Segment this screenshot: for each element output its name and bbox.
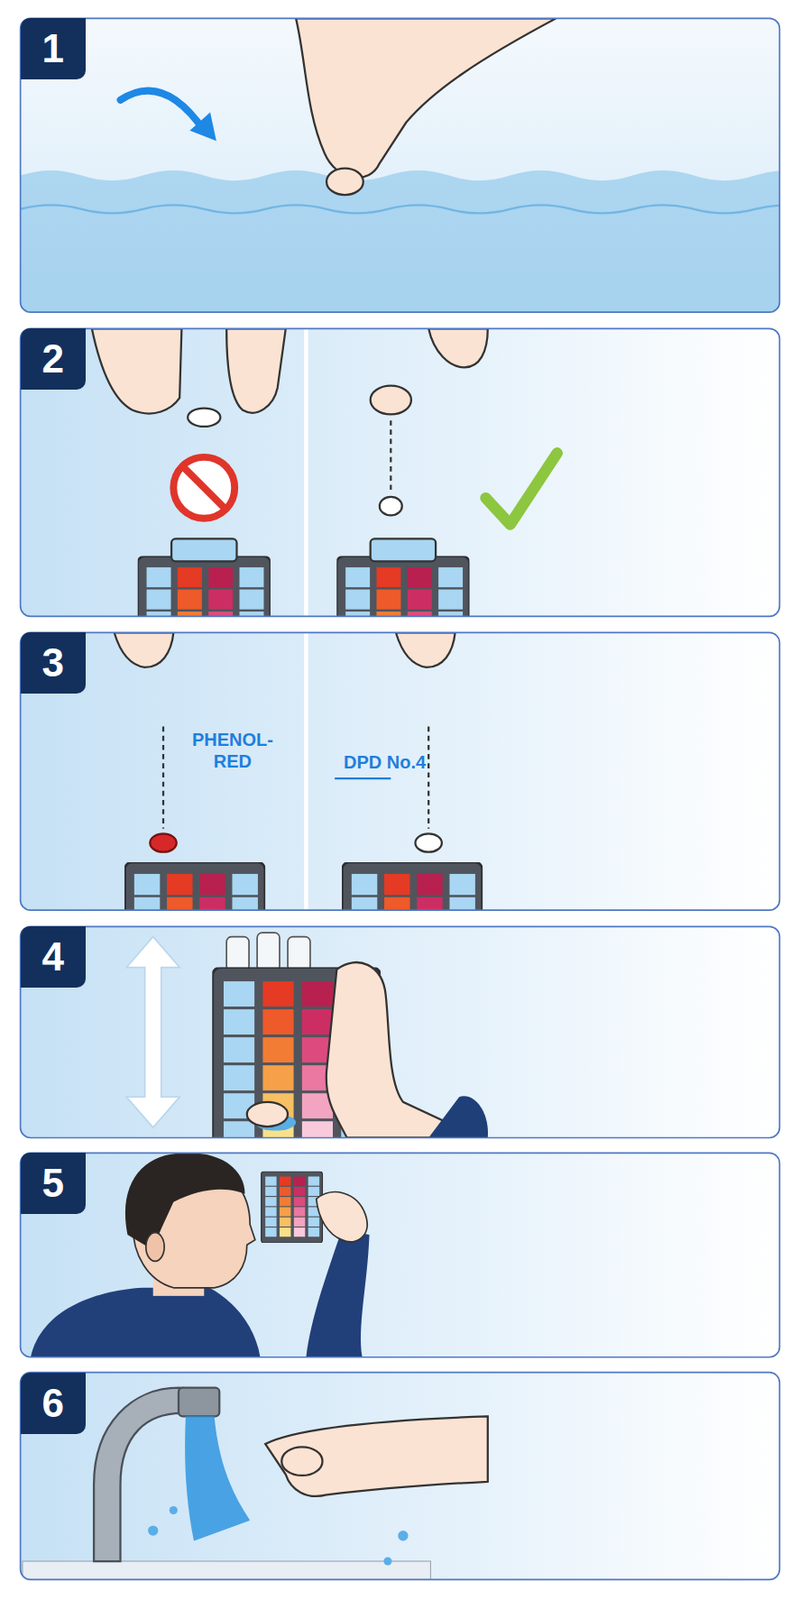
step-number-badge: 1 <box>20 18 86 80</box>
wave <box>20 204 781 213</box>
tube <box>370 538 436 561</box>
underline <box>334 777 391 780</box>
tester <box>341 862 482 911</box>
turn-arrow <box>120 91 205 131</box>
panel-border <box>20 1372 781 1581</box>
water-stream <box>184 1416 250 1541</box>
tester <box>261 1171 323 1243</box>
prohibition-bar <box>183 466 227 510</box>
sink <box>22 1561 432 1580</box>
step-number: 6 <box>42 1383 65 1424</box>
thumb <box>281 1446 322 1476</box>
step-number-badge: 3 <box>20 632 86 694</box>
panel-1-art <box>20 18 781 313</box>
sleeve <box>428 1095 488 1138</box>
drop-line <box>389 420 392 494</box>
thumb <box>370 386 412 415</box>
tablet <box>187 408 221 427</box>
water <box>20 170 781 313</box>
finger <box>91 328 183 414</box>
tube <box>171 538 237 561</box>
panel-border <box>20 926 781 1138</box>
splash <box>147 1525 158 1536</box>
finger <box>226 328 286 413</box>
red-tablet <box>149 833 176 852</box>
tester <box>137 556 271 617</box>
arrow-head <box>189 111 216 141</box>
tube <box>287 937 311 972</box>
tester <box>336 556 469 617</box>
thumb <box>326 168 364 195</box>
step-number: 2 <box>42 339 65 379</box>
step-number-badge: 6 <box>20 1372 86 1435</box>
step-number-badge: 5 <box>20 1152 86 1214</box>
step-number-badge: 4 <box>20 926 86 988</box>
panel-2-art <box>20 328 781 617</box>
ear <box>146 1232 165 1262</box>
divider <box>303 632 309 911</box>
tube <box>257 932 280 972</box>
hand <box>295 18 557 178</box>
panel-ground <box>20 1152 781 1357</box>
step-number-badge: 2 <box>20 328 86 390</box>
step-number: 3 <box>42 643 65 683</box>
step-number: 4 <box>42 937 65 977</box>
check-mark <box>486 452 558 525</box>
prohibition-sign <box>173 457 235 519</box>
hand <box>265 1416 488 1497</box>
step-number: 1 <box>42 28 65 69</box>
tester <box>125 862 266 911</box>
divider <box>303 328 309 617</box>
panel-3-art <box>20 632 781 911</box>
faucet-spout <box>178 1388 220 1417</box>
dpd-label: DPD No.4 <box>328 751 441 773</box>
hand <box>316 1192 368 1242</box>
finger <box>114 632 175 667</box>
body <box>30 1287 261 1358</box>
panel-4-art <box>20 926 781 1138</box>
phenol-red-label: PHENOL- RED <box>181 728 284 773</box>
panel-5-art <box>20 1152 781 1357</box>
splash <box>397 1530 408 1541</box>
step-number: 5 <box>42 1163 65 1204</box>
arm <box>305 1229 369 1357</box>
panel-ground <box>20 926 781 1138</box>
panel-border <box>20 1152 781 1357</box>
tablet <box>414 833 442 852</box>
tablet <box>379 496 403 515</box>
tube <box>226 937 249 972</box>
panel-6-art <box>20 1372 781 1581</box>
finger <box>395 632 456 667</box>
panel-border <box>20 632 781 911</box>
splash <box>383 1556 392 1565</box>
drop-line <box>427 726 430 829</box>
splash <box>169 1506 178 1515</box>
panel-ground <box>20 1372 781 1581</box>
thumb <box>247 1102 288 1127</box>
drop-line <box>162 726 165 829</box>
hair <box>125 1152 246 1250</box>
finger <box>428 328 488 368</box>
panel-border <box>20 328 781 617</box>
shake-arrow <box>126 937 180 1129</box>
panel-border <box>20 18 781 313</box>
